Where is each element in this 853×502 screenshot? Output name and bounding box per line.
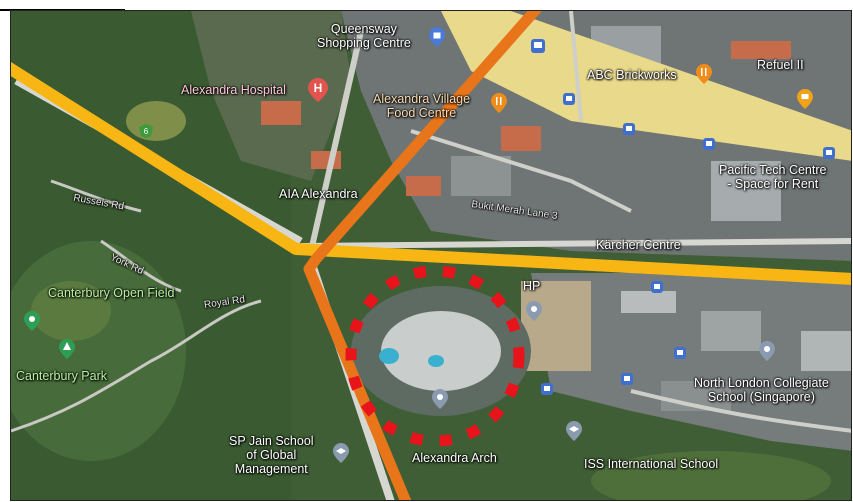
pool — [379, 348, 399, 364]
construction-site — [521, 281, 591, 371]
north-london-collegiate-school-label[interactable]: North London Collegiate School (Singapor… — [694, 376, 829, 404]
bus-stop-icon[interactable] — [823, 147, 835, 159]
building-roof — [501, 126, 541, 151]
alexandra-arch-label[interactable]: Alexandra Arch — [412, 451, 497, 465]
svg-text:6: 6 — [144, 127, 149, 136]
map-view[interactable]: H — [10, 10, 852, 501]
russels-road — [50, 179, 142, 213]
open-grass-patch — [126, 101, 186, 141]
queensway-shopping-centre-label[interactable]: Queensway Shopping Centre — [317, 22, 411, 50]
alexandra-village-food-centre-label[interactable]: Alexandra Village Food Centre — [373, 92, 471, 120]
svg-text:H: H — [314, 81, 323, 95]
location-pin-icon[interactable] — [526, 301, 542, 321]
location-pin-icon[interactable] — [432, 389, 448, 409]
building-roof — [261, 101, 301, 125]
school-icon[interactable] — [566, 421, 582, 441]
bus-stop-icon[interactable] — [563, 93, 575, 105]
building-block — [621, 291, 676, 313]
school-road — [630, 389, 851, 433]
highlight-circle — [345, 265, 525, 447]
building-block — [451, 156, 511, 196]
park-pin-icon[interactable] — [24, 311, 40, 331]
building-roof — [731, 41, 791, 59]
yellow-route-line — [11, 62, 851, 285]
hp-label[interactable]: HP — [523, 279, 541, 293]
open-field-patch — [31, 281, 111, 341]
route-shield-icon: 6 — [139, 124, 153, 138]
bus-stop-icon[interactable] — [651, 281, 663, 293]
canterbury-park-label[interactable]: Canterbury Park — [16, 369, 108, 383]
cafe-icon[interactable] — [797, 89, 813, 109]
residence-towers — [381, 311, 501, 391]
york-road — [100, 239, 182, 293]
bus-stop-icon[interactable] — [621, 373, 633, 385]
pool — [428, 355, 444, 367]
bukit-merah-lane — [410, 129, 632, 213]
building-roof — [406, 176, 441, 196]
bus-stop-icon[interactable] — [623, 123, 635, 135]
location-pin-icon[interactable] — [759, 341, 775, 361]
abc-brickworks-label[interactable]: ABC Brickworks — [587, 68, 677, 82]
hospital-area — [191, 11, 351, 181]
orange-route-line — [303, 11, 542, 500]
building-roof — [311, 151, 341, 169]
aia-alexandra-label[interactable]: AIA Alexandra — [279, 187, 358, 201]
karcher-centre-label[interactable]: Kärcher Centre — [596, 238, 681, 252]
sp-jain-school-label[interactable]: SP Jain School of Global Management — [229, 434, 314, 476]
queensway-road — [308, 30, 364, 252]
restaurant-icon[interactable] — [491, 93, 507, 113]
pacific-tech-centre-label[interactable]: Pacific Tech Centre - Space for Rent — [719, 163, 827, 191]
shopping-bag-icon[interactable] — [429, 27, 445, 47]
school-icon[interactable] — [333, 443, 349, 463]
building-block — [701, 311, 761, 351]
access-road — [569, 11, 583, 122]
park-icon[interactable] — [59, 339, 75, 359]
south-green-area — [591, 451, 831, 500]
iss-international-school-label[interactable]: ISS International School — [584, 457, 719, 471]
bus-stop-icon[interactable] — [674, 347, 686, 359]
alexandra-hospital-label[interactable]: Alexandra Hospital — [181, 83, 286, 97]
bus-stop-icon[interactable] — [541, 383, 553, 395]
restaurant-icon[interactable] — [696, 64, 712, 84]
royal-road — [11, 299, 262, 433]
alexandra-road-east — [300, 238, 851, 249]
hospital-icon[interactable]: H — [308, 78, 328, 102]
east-urban-area — [531, 273, 851, 451]
map-canvas — [11, 11, 851, 500]
refuel-label[interactable]: Refuel II — [757, 58, 804, 72]
canterbury-open-field-label[interactable]: Canterbury Open Field — [48, 286, 175, 300]
building-block — [801, 331, 851, 371]
building-block — [711, 161, 781, 221]
bus-stop-icon[interactable] — [703, 138, 715, 150]
bus-stop-icon[interactable] — [531, 39, 545, 53]
